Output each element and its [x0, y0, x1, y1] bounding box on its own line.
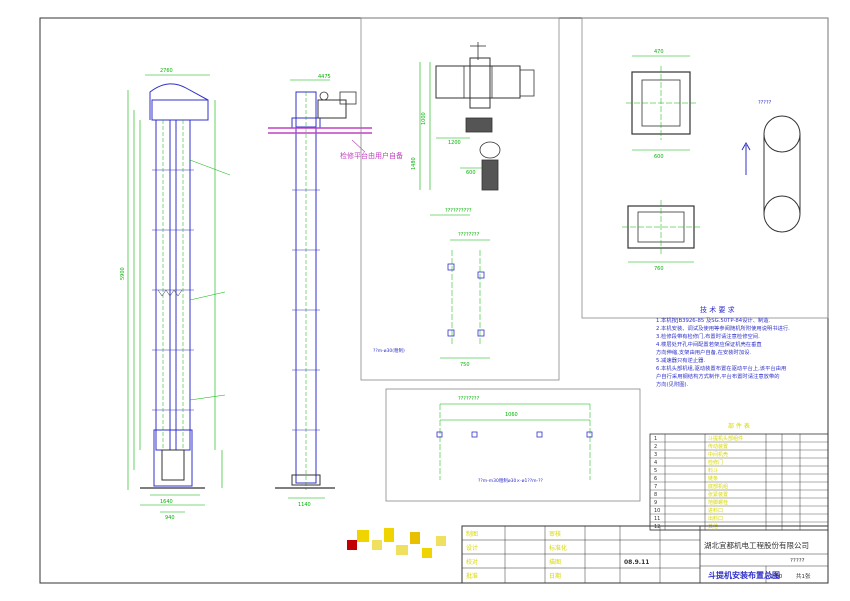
doc-number: 08.9.11: [624, 559, 649, 566]
parts-list: 部 件 表 1 斗提机头部组件 2 传动装置 3 中间机壳 4 检修门 5 料斗 6 链条 7 底部机组 8…: [649, 422, 829, 531]
dim-base-width: 1640: [160, 499, 173, 505]
tech-item-9: 方向(见附图).: [656, 380, 689, 388]
drawing-title: 斗提机安装布置总图: [708, 570, 780, 580]
dim-side-top: 4475: [318, 74, 331, 80]
company-name: 湖北宜都机电工程股份有限公司: [704, 540, 809, 550]
tb-draw: 制图: [466, 530, 478, 538]
inlet-opening-detail: 470 600: [626, 49, 696, 160]
parts-row-number: 9: [654, 500, 657, 506]
tech-item-2: 2.本机安装、调试及使用等参阅随机所附使用说明书进行.: [656, 324, 790, 332]
tech-item-6: 5.减速器只有逆止器.: [656, 356, 705, 364]
chain-path-detail: ?????: [741, 100, 801, 233]
dim-drive-offset: 1200: [448, 140, 461, 146]
tb-check: 校对: [466, 558, 478, 566]
tech-item-5: 方向伸缩,支架由用户自备,在安装时加设.: [656, 348, 751, 356]
outlet-opening-detail: 760: [622, 200, 700, 272]
tech-item-7: 6.本机头部机组,驱动装置布置在驱动平台上,该平台由用: [656, 364, 786, 372]
dim-foundation-width: 750: [460, 362, 470, 368]
parts-row-name: 出料口: [708, 515, 723, 522]
foundation-layout: ?????????? ???????? 750 ??m-ø30(粗制): [373, 208, 490, 368]
chain-note: ?????: [758, 100, 772, 106]
parts-row-number: 6: [654, 476, 657, 482]
dim-drive-total: 1480: [411, 157, 417, 170]
drive-detail-frame: [360, 17, 560, 381]
parts-row-name: 进料口: [708, 507, 723, 514]
hole-note-1: ??????????: [445, 208, 472, 214]
dim-motor-offset: 600: [466, 170, 476, 176]
scale: 1:50: [770, 574, 783, 580]
tech-item-3: 3.检修段带有检修门,布置时请注意检修空间.: [656, 332, 760, 340]
tb-standard: 标准化: [549, 544, 567, 552]
parts-header: 部 件 表: [728, 422, 750, 430]
tech-item-8: 户自行采用钢结构方式制作,平台布置时请注意放带的: [656, 372, 780, 380]
platform-detail-frame: [385, 388, 641, 502]
technical-requirements: 技 术 要 求 1.本机按JB3926-85 及SG.50TP-84设计、制造.…: [656, 305, 790, 388]
parts-row-number: 11: [654, 516, 660, 522]
parts-row-name: 张紧装置: [708, 491, 728, 498]
hole-note-2: ????????: [458, 232, 480, 238]
tech-item-1: 1.本机按JB3926-85 及SG.50TP-84设计、制造.: [656, 316, 771, 324]
tech-item-4: 4.楼层处开孔中间配置若架应保证机壳在垂直: [656, 340, 762, 348]
parts-row-name: 底部机组: [708, 483, 728, 490]
tb-design: 设计: [466, 544, 478, 552]
tech-title: 技 术 要 求: [700, 305, 735, 314]
dim-inlet-top: 470: [654, 49, 664, 55]
parts-row-name: 斗提机头部组件: [708, 435, 743, 442]
parts-row-number: 7: [654, 484, 657, 490]
parts-row-name: 传动装置: [708, 443, 728, 450]
parts-row-name: 料斗: [708, 467, 718, 474]
hole-note-3: ?????: [790, 558, 805, 564]
dim-side-base: 1140: [298, 502, 311, 508]
color-swatch-marks: [347, 528, 446, 558]
parts-row-number: 5: [654, 468, 657, 474]
tb-review: 审核: [549, 530, 561, 538]
parts-row-number: 3: [654, 452, 657, 458]
drawing-border: [39, 17, 829, 584]
parts-row-number: 2: [654, 444, 657, 450]
parts-row-number: 4: [654, 460, 657, 466]
dim-head-width: 2760: [160, 68, 173, 74]
dim-total-height: 5900: [120, 267, 126, 280]
elevator-side-view: 4475 检修平台由用户自备 1140: [268, 74, 403, 508]
dim-inlet-bottom: 600: [654, 154, 664, 160]
tb-date: 日期: [549, 572, 561, 580]
parts-row-name: 中间机壳: [708, 451, 728, 458]
parts-row-number: 12: [654, 524, 660, 530]
title-block: 制图 设计 校对 批准 审核 标准化 描图 日期 湖北宜都机电工程股份有限公司 …: [461, 525, 829, 584]
dim-base-inner: 940: [165, 515, 175, 521]
tb-trace: 描图: [549, 558, 561, 566]
hole-note-4: ????????: [458, 396, 480, 402]
bolt-note: ??m-ø30(粗制): [373, 347, 405, 354]
dim-drive-height: 1000: [421, 112, 427, 125]
parts-row-name: 地脚螺栓: [708, 499, 728, 506]
elevator-front-view: 2760 5900 1640 940: [120, 68, 231, 521]
dim-outlet-bottom: 760: [654, 266, 664, 272]
parts-row-number: 1: [654, 436, 657, 442]
bolt-note-2: ??m-m30粗制ø30×-ø1??m-??: [478, 477, 544, 484]
parts-row-name: 检修门: [708, 459, 723, 466]
parts-row-number: 8: [654, 492, 657, 498]
sheet-count: 共1张: [796, 572, 811, 580]
dim-platform-width: 1060: [505, 412, 518, 418]
drive-assembly-view: 1000 1480 1200 600: [411, 42, 535, 191]
platform-note: 检修平台由用户自备: [340, 151, 403, 160]
parts-row-name: 链条: [708, 475, 718, 482]
opening-detail-frame: [581, 17, 829, 319]
tb-approve: 批准: [466, 572, 478, 580]
parts-row-number: 10: [654, 508, 660, 514]
platform-plan: ???????? ??m-m30粗制ø30×-ø1??m-?? 1060: [436, 396, 593, 484]
parts-rows: 1 斗提机头部组件 2 传动装置 3 中间机壳 4 检修门 5 料斗 6 链条 7 底部机组 8 张紧装置 9 地…: [650, 435, 828, 531]
